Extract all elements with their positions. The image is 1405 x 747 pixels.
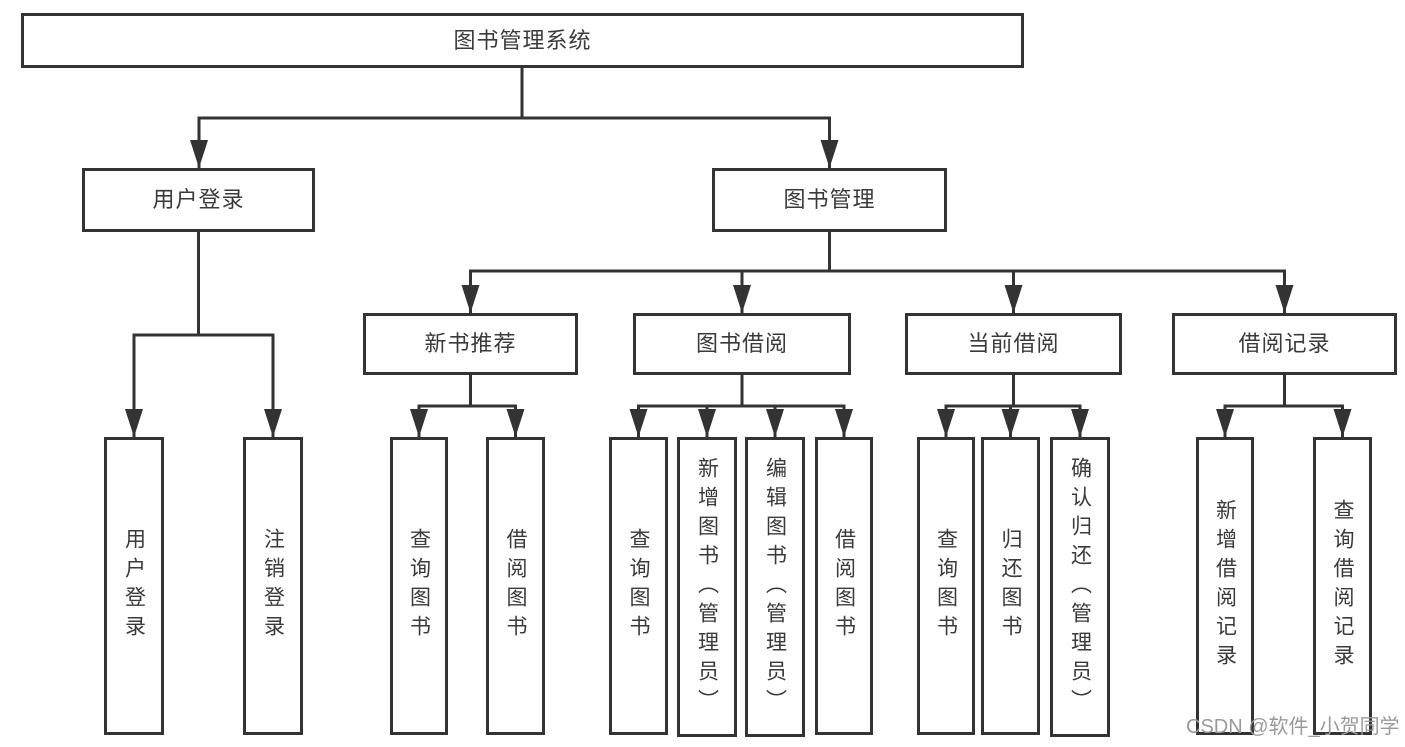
leaf-borrow-books: 借阅图书 (815, 437, 873, 735)
leaf-query-books-current: 查询图书 (917, 437, 975, 735)
leaf-add-books-admin: 新增图书（管理员） (677, 437, 737, 737)
leaf-return-books: 归还图书 (981, 437, 1040, 735)
leaf-label: 归还图书 (999, 528, 1022, 644)
node-book-borrow: 图书借阅 (633, 313, 851, 375)
leaf-label: 新增图书（管理员） (695, 456, 719, 718)
leaf-query-books-recommend: 查询图书 (390, 437, 448, 735)
leaf-edit-books-admin: 编辑图书（管理员） (745, 437, 805, 737)
leaf-label: 新增借阅记录 (1213, 499, 1237, 673)
leaf-label: 编辑图书（管理员） (763, 456, 787, 718)
node-label: 借阅记录 (1238, 331, 1331, 356)
leaf-borrow-books-recommend: 借阅图书 (486, 437, 545, 735)
leaf-label: 查询图书 (934, 528, 958, 644)
node-borrow-records: 借阅记录 (1172, 313, 1397, 375)
node-root-system: 图书管理系统 (21, 13, 1024, 68)
leaf-label: 查询图书 (627, 528, 650, 644)
leaf-label: 确认归还（管理员） (1068, 456, 1092, 718)
leaf-query-books-borrow: 查询图书 (609, 437, 668, 735)
node-label: 图书管理 (783, 187, 876, 212)
leaf-label: 借阅图书 (504, 528, 527, 644)
node-book-management-branch: 图书管理 (712, 168, 947, 232)
node-label: 图书借阅 (695, 331, 788, 356)
node-label: 当前借阅 (967, 331, 1060, 356)
node-root-label: 图书管理系统 (453, 27, 592, 53)
leaf-label: 查询借阅记录 (1331, 499, 1354, 673)
node-label: 新书推荐 (424, 331, 517, 356)
leaf-label: 借阅图书 (832, 528, 856, 644)
leaf-label: 注销登录 (261, 528, 285, 644)
node-label: 用户登录 (152, 187, 245, 212)
node-user-login-branch: 用户登录 (82, 168, 315, 232)
leaf-add-borrow-record: 新增借阅记录 (1196, 437, 1254, 735)
leaf-user-login: 用户登录 (104, 437, 164, 735)
node-current-borrow: 当前借阅 (905, 313, 1122, 375)
csdn-watermark: CSDN @软件_小贺同学 (1186, 716, 1400, 738)
leaf-label: 用户登录 (122, 528, 146, 644)
leaf-query-borrow-record: 查询借阅记录 (1313, 437, 1372, 735)
leaf-confirm-return-admin: 确认归还（管理员） (1050, 437, 1110, 737)
node-new-book-recommend: 新书推荐 (363, 313, 578, 375)
leaf-logout: 注销登录 (243, 437, 303, 735)
leaf-label: 查询图书 (407, 528, 431, 644)
